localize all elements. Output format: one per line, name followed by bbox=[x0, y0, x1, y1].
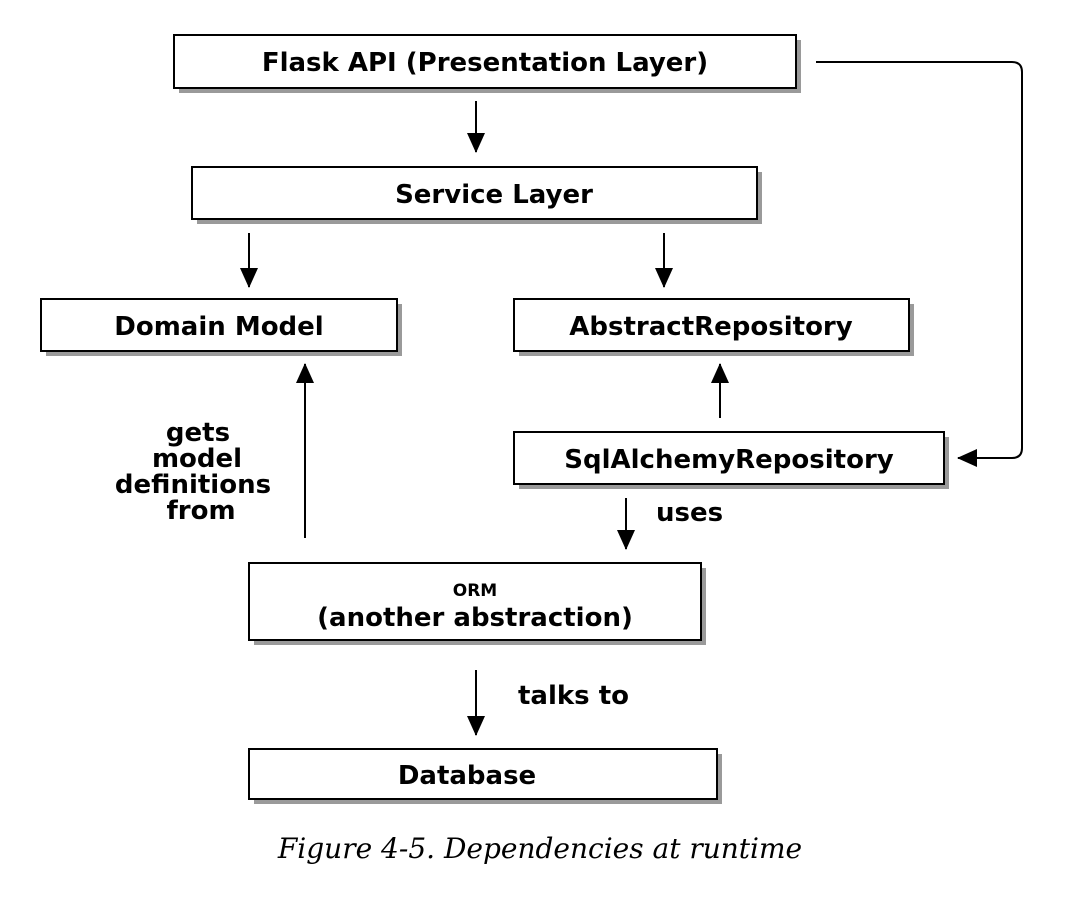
gets-label-line3: definitions bbox=[115, 470, 271, 500]
abstract-repository-label: AbstractRepository bbox=[569, 312, 852, 342]
gets-label-line1: gets bbox=[166, 418, 230, 448]
orm-title: ORM bbox=[453, 581, 497, 601]
domain-model-node: Domain Model bbox=[40, 298, 402, 356]
domain-model-label: Domain Model bbox=[114, 312, 323, 342]
sqlalchemy-repository-label: SqlAlchemyRepository bbox=[564, 445, 894, 475]
arrow-flask-to-sqlalchemy bbox=[816, 61, 1023, 467]
sqlalchemy-repository-node: SqlAlchemyRepository bbox=[513, 431, 949, 489]
database-label: Database bbox=[398, 761, 536, 791]
orm-subtitle: (another abstraction) bbox=[317, 603, 633, 633]
figure-caption: Figure 4-5. Dependencies at runtime bbox=[277, 832, 803, 865]
talks-to-label: talks to bbox=[518, 681, 629, 711]
abstract-repository-node: AbstractRepository bbox=[513, 298, 914, 356]
flask-api-node: Flask API (Presentation Layer) bbox=[173, 34, 801, 93]
database-node: Database bbox=[248, 748, 722, 804]
gets-model-definitions-label: gets model definitions from bbox=[115, 418, 271, 526]
dependency-diagram: Flask API (Presentation Layer) Service L… bbox=[40, 34, 1023, 804]
service-layer-node: Service Layer bbox=[191, 166, 762, 224]
uses-label: uses bbox=[656, 498, 723, 528]
flask-api-label: Flask API (Presentation Layer) bbox=[262, 48, 708, 78]
gets-label-line4: from bbox=[166, 496, 235, 526]
service-layer-label: Service Layer bbox=[395, 180, 593, 210]
gets-label-line2: model bbox=[152, 444, 242, 474]
orm-node: ORM (another abstraction) bbox=[248, 562, 706, 645]
